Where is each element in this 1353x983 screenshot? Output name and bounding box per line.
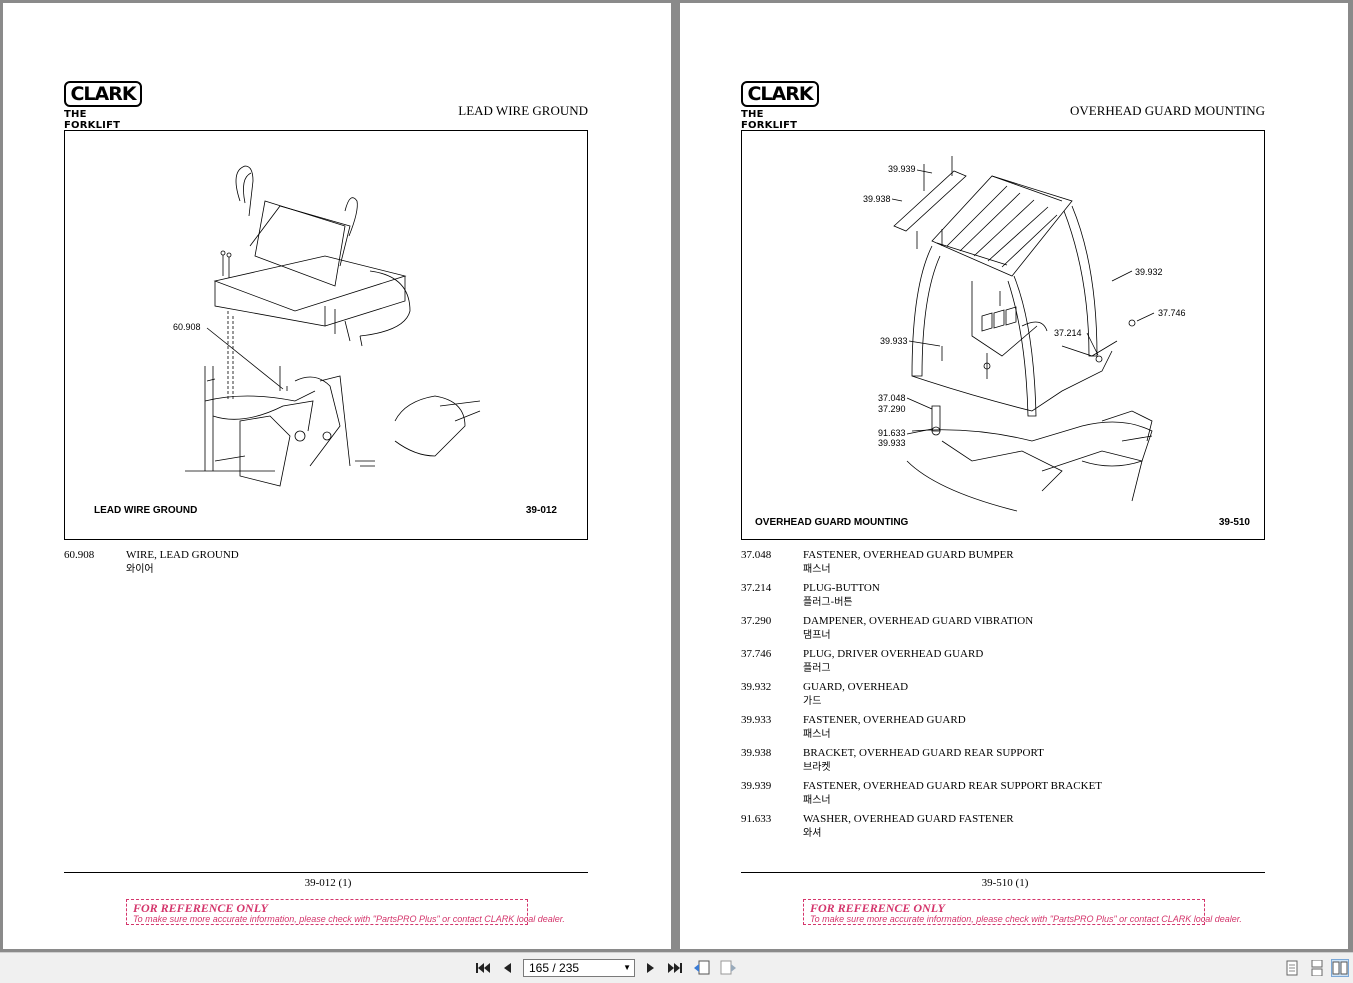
section-title: LEAD WIRE GROUND [458,103,588,118]
part-description: PLUG-BUTTON [803,582,880,594]
part-description-korean: 패스너 [803,729,831,740]
part-row: 39.933 FASTENER, OVERHEAD GUARD 패스너 [741,714,1265,747]
part-description-korean: 와셔 [803,828,822,839]
part-number: 37.214 [741,582,772,594]
part-description: WIRE, LEAD GROUND [126,549,239,561]
callout-label: 37.214 [1054,328,1082,338]
part-description: WASHER, OVERHEAD GUARD FASTENER [803,813,1014,825]
reference-notice: FOR REFERENCE ONLY To make sure more acc… [126,899,565,925]
part-description-korean: 댐프너 [803,630,831,641]
notice-title: FOR REFERENCE ONLY [810,901,945,915]
next-page-icon[interactable] [642,959,660,977]
section-title: OVERHEAD GUARD MOUNTING [1070,103,1265,118]
part-number: 37.746 [741,648,772,660]
logo-badge: CLARK [741,81,819,107]
overhead-guard-illustration [891,156,1155,512]
part-description: BRACKET, OVERHEAD GUARD REAR SUPPORT [803,747,1044,759]
parts-list: 37.048 FASTENER, OVERHEAD GUARD BUMPER 패… [741,549,1265,846]
part-description-korean: 가드 [803,696,822,707]
clark-logo: CLARK THE FORKLIFT [741,81,821,131]
part-description-korean: 브라켓 [803,762,831,773]
part-row: 37.746 PLUG, DRIVER OVERHEAD GUARD 플러그 [741,648,1265,681]
footer-reference: 39-510 (1) [981,877,1029,889]
footer-rule [741,872,1265,873]
part-description: GUARD, OVERHEAD [803,681,909,693]
continuous-page-icon[interactable] [1308,959,1326,977]
parts-figure: 60.908 LEAD WIRE GROUND 39-012 [64,130,588,540]
part-row: 39.939 FASTENER, OVERHEAD GUARD REAR SUP… [741,780,1265,813]
part-description: DAMPENER, OVERHEAD GUARD VIBRATION [803,615,1034,627]
last-page-icon[interactable] [666,959,684,977]
callout-label: 39.933 [880,336,908,346]
notice-text: To make sure more accurate information, … [810,914,1242,924]
facing-pages-icon[interactable] [1331,959,1349,977]
part-number: 39.939 [741,780,772,792]
part-description-korean: 패스너 [803,795,831,806]
notice-title: FOR REFERENCE ONLY [133,901,268,915]
figure-caption: OVERHEAD GUARD MOUNTING [755,517,909,528]
callout-label: 37.290 [878,404,906,414]
part-description: FASTENER, OVERHEAD GUARD REAR SUPPORT BR… [803,780,1103,792]
part-description-korean: 플러그-버튼 [803,597,853,608]
reference-notice: FOR REFERENCE ONLY To make sure more acc… [803,899,1242,925]
lead-wire-ground-illustration [185,165,481,487]
previous-page-icon[interactable] [498,959,516,977]
figure-caption: LEAD WIRE GROUND [94,505,198,516]
callout-label: 60.908 [173,322,201,332]
clark-logo: CLARK THE FORKLIFT [64,81,144,131]
part-row: 37.048 FASTENER, OVERHEAD GUARD BUMPER 패… [741,549,1265,582]
forward-view-icon[interactable] [719,959,737,977]
page-indicator: 165 / 235 [529,961,580,975]
first-page-icon[interactable] [474,959,492,977]
part-description: FASTENER, OVERHEAD GUARD [803,714,966,726]
part-description-korean: 플러그 [803,663,831,674]
figure-number: 39-510 [1218,517,1250,528]
callout-label: 37.048 [878,393,906,403]
part-row: 91.633 WASHER, OVERHEAD GUARD FASTENER 와… [741,813,1265,846]
footer-reference: 39-012 (1) [304,877,352,889]
part-number: 39.933 [741,714,772,726]
part-description: PLUG, DRIVER OVERHEAD GUARD [803,648,984,660]
part-number: 39.938 [741,747,772,759]
part-description-korean: 와이어 [126,564,154,575]
part-description: FASTENER, OVERHEAD GUARD BUMPER [803,549,1014,561]
single-page-icon[interactable] [1283,959,1301,977]
logo-tagline: THE FORKLIFT [64,109,121,131]
callout-label: 39.932 [1135,267,1163,277]
part-row: 37.290 DAMPENER, OVERHEAD GUARD VIBRATIO… [741,615,1265,648]
footer-rule [64,872,588,873]
figure-number: 39-012 [525,505,557,516]
part-number: 91.633 [741,813,772,825]
chevron-down-icon: ▼ [623,963,631,972]
callout-label: 39.933 [878,438,906,448]
page-number-select[interactable]: 165 / 235 ▼ [523,959,635,977]
callout-label: 39.939 [888,164,916,174]
part-number: 39.932 [741,681,772,693]
part-row: 37.214 PLUG-BUTTON 플러그-버튼 [741,582,1265,615]
part-number: 37.290 [741,615,772,627]
part-description-korean: 패스너 [803,564,831,575]
part-number: 60.908 [64,549,95,561]
part-row: 60.908 WIRE, LEAD GROUND 와이어 [64,549,588,582]
part-number: 37.048 [741,549,772,561]
notice-text: To make sure more accurate information, … [133,914,565,924]
part-row: 39.932 GUARD, OVERHEAD 가드 [741,681,1265,714]
document-page-left: CLARK THE FORKLIFT LEAD WIRE GROUND [3,3,671,949]
document-page-right: CLARK THE FORKLIFT OVERHEAD GUARD MOUNTI… [680,3,1348,949]
logo-badge: CLARK [64,81,142,107]
part-row: 39.938 BRACKET, OVERHEAD GUARD REAR SUPP… [741,747,1265,780]
back-view-icon[interactable] [693,959,711,977]
viewer-toolbar: 165 / 235 ▼ [0,952,1353,983]
callout-label: 39.938 [863,194,891,204]
parts-figure: 39.939 39.938 39.932 37.746 37.214 39.93… [741,130,1265,540]
callout-label: 91.633 [878,428,906,438]
logo-tagline: THE FORKLIFT [741,109,798,131]
parts-list: 60.908 WIRE, LEAD GROUND 와이어 [64,549,588,582]
callout-label: 37.746 [1158,308,1186,318]
